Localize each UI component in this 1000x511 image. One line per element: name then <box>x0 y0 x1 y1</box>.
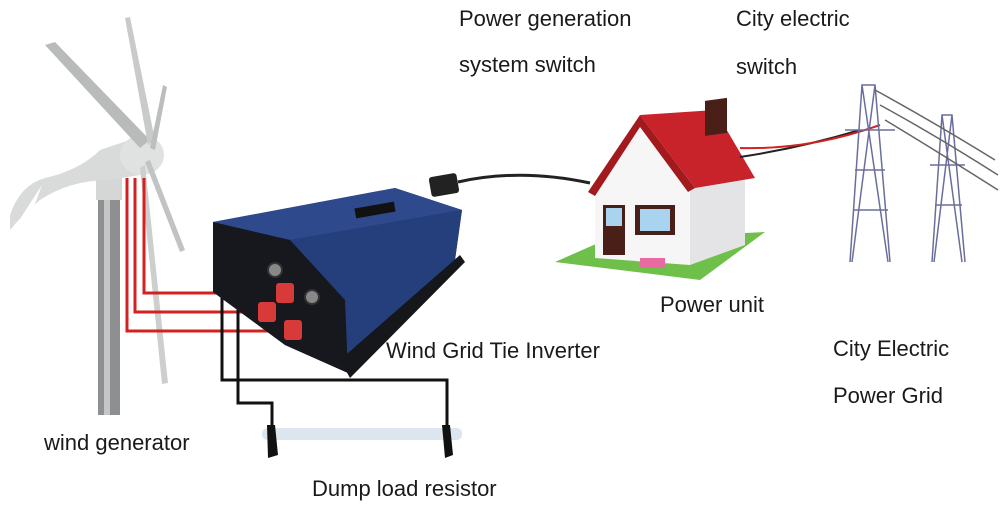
grid-wire-neutral <box>739 129 861 158</box>
power-plug <box>428 173 591 197</box>
turbine-blade <box>145 160 185 252</box>
dump-load-resistor-label: Dump load resistor <box>312 476 497 501</box>
city-electric-switch-label-line2: switch <box>736 54 798 79</box>
inverter-terminal <box>258 302 276 322</box>
inverter-connector <box>304 289 320 305</box>
turbine-blade <box>125 17 155 145</box>
inverter-terminal <box>276 283 294 303</box>
transmission-towers <box>845 84 999 263</box>
dump-load-wires <box>220 290 449 430</box>
city-electric-power-grid-label-line2: Power Grid <box>833 383 944 408</box>
turbine-blade <box>150 85 167 150</box>
wind-generator-illustration <box>10 17 185 415</box>
inverter-connector <box>267 262 283 278</box>
wind-grid-tie-inverter-label: Wind Grid Tie Inverter <box>386 338 600 363</box>
flower-box <box>640 258 665 268</box>
turbine-blade <box>140 165 168 384</box>
turbine-tail <box>10 140 140 230</box>
city-electric-switch-label-line1: City electric <box>736 6 850 31</box>
inverter-mount-bracket <box>340 255 465 378</box>
power-generation-switch-label-line2: system switch <box>459 52 596 77</box>
house-window <box>705 97 727 136</box>
inverter-display <box>354 201 396 219</box>
dump-load-resistor-illustration <box>262 425 462 458</box>
inverter-illustration <box>213 188 465 378</box>
inverter-terminal <box>284 320 302 340</box>
power-unit-label: Power unit <box>660 292 764 317</box>
wind-generator-label: wind generator <box>44 430 190 455</box>
house-illustration <box>555 97 765 280</box>
city-electric-power-grid-label-line1: City Electric <box>833 336 950 361</box>
roof-edge <box>588 115 695 196</box>
power-generation-switch-label-line1: Power generation <box>459 6 632 31</box>
turbine-blade <box>45 42 150 148</box>
